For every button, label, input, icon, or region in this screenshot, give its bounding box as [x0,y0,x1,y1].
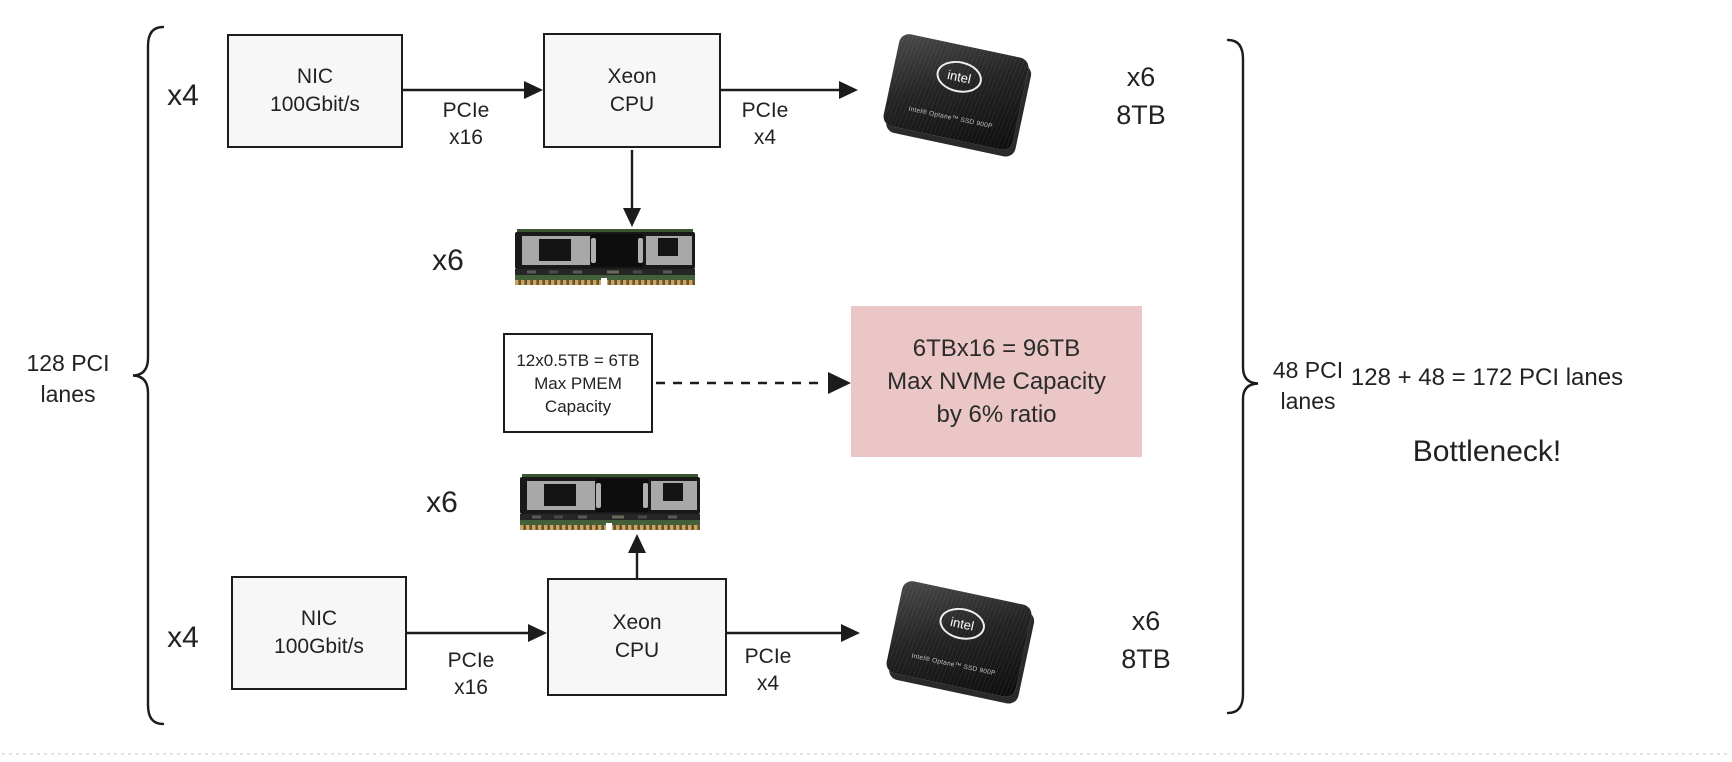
bottom-pcie16-label: PCIe x16 [448,647,495,701]
top-pcie4-label: PCIe x4 [742,97,789,151]
bottom-nic-line2: 100Gbit/s [274,635,364,658]
pmem-capacity-line2: Max PMEM [534,373,622,393]
top-nic-multiplier: x4 [167,79,199,112]
bottom-pcie4-line2: x4 [756,672,780,695]
left-lanes-label: 128 PCI lanes [26,348,109,410]
top-pcie16-line2: x16 [449,126,483,149]
right-lanes-line2: lanes [1280,388,1336,414]
arrowhead-top-nic-to-cpu [524,81,543,99]
right-brace [1226,38,1259,715]
top-nic-line1: NIC [296,65,334,88]
bottom-pcie4-line1: PCIe [744,645,792,668]
bottom-ssd-image: intel Intel® Optane™ SSD 900P [884,579,1034,699]
top-pcie4-line2: x4 [753,126,777,149]
bottom-ssd-count: x6 [1131,606,1161,636]
top-pcie16-line1: PCIe [442,99,490,122]
right-lanes-line1: 48 PCI [1272,357,1344,383]
bottom-ssd-body: intel Intel® Optane™ SSD 900P [884,579,1034,699]
top-nic-box: NIC 100Gbit/s [227,34,403,148]
pmem-capacity-line3: Capacity [544,396,612,416]
left-brace [132,25,165,726]
bottleneck-label: Bottleneck! [1412,435,1562,468]
top-nic-line2: 100Gbit/s [270,93,360,116]
lane-sum-label: 128 + 48 = 172 PCI lanes [1350,364,1624,391]
bottom-nic-multiplier: x4 [167,621,199,654]
top-pcie4-line1: PCIe [741,99,789,122]
bottom-intel-logo-text: intel [948,614,976,634]
bottom-dimm-count: x6 [426,486,458,519]
bottom-pcie4-label: PCIe x4 [745,643,792,697]
arrowhead-pmem-to-nvme [828,372,851,394]
bottom-intel-logo: intel [936,603,988,644]
top-intel-logo-text: intel [945,67,973,87]
nvme-capacity-line1: 6TBx16 = 96TB [912,335,1081,362]
bottom-ssd-caption: Intel® Optane™ SSD 900P [910,652,997,678]
arrowhead-top-cpu-to-ssd [839,81,858,99]
nvme-capacity-box: 6TBx16 = 96TB Max NVMe Capacity by 6% ra… [851,306,1142,457]
top-cpu-line1: Xeon [607,64,657,88]
bottom-nic-box: NIC 100Gbit/s [231,576,407,690]
top-cpu-line2: CPU [609,92,655,116]
top-ssd-image: intel Intel® Optane™ SSD 900P [881,32,1031,152]
top-ssd-count: x6 [1126,62,1156,92]
top-ssd-caption: Intel® Optane™ SSD 900P [907,105,994,131]
top-intel-logo: intel [933,56,985,97]
top-cpu-box: Xeon CPU [543,33,721,148]
right-lanes-label: 48 PCI lanes [1273,355,1343,417]
top-ssd-capacity: 8TB [1116,100,1166,130]
arrowhead-bottom-nic-to-cpu [528,624,547,642]
pmem-dimm-bottom [520,474,700,530]
arrowhead-bottom-cpu-to-dimm [628,534,646,553]
bottom-nic-line1: NIC [300,607,338,630]
bottom-ssd-capacity: 8TB [1121,644,1171,674]
left-lanes-line2: lanes [40,381,96,407]
pmem-capacity-box: 12x0.5TB = 6TB Max PMEM Capacity [503,333,653,433]
left-lanes-line1: 128 PCI [26,350,110,376]
bottom-ssd-count-label: x6 8TB [1121,602,1171,678]
bottom-cpu-box: Xeon CPU [547,578,727,696]
arrowhead-bottom-cpu-to-ssd [841,624,860,642]
bottom-cpu-line1: Xeon [612,611,662,634]
top-pcie16-label: PCIe x16 [443,97,490,151]
bottom-pcie16-line2: x16 [454,676,488,699]
nvme-capacity-line3: by 6% ratio [936,401,1057,428]
pmem-capacity-line1: 12x0.5TB = 6TB [516,350,640,370]
top-dimm-count: x6 [432,244,464,277]
bottom-cpu-line2: CPU [614,639,660,662]
nvme-capacity-line2: Max NVMe Capacity [887,368,1106,395]
arrowhead-top-cpu-to-dimm [623,208,641,227]
bottom-pcie16-line1: PCIe [447,649,495,672]
pmem-dimm-top [515,229,695,285]
top-ssd-count-label: x6 8TB [1116,58,1166,134]
top-ssd-body: intel Intel® Optane™ SSD 900P [881,32,1031,152]
